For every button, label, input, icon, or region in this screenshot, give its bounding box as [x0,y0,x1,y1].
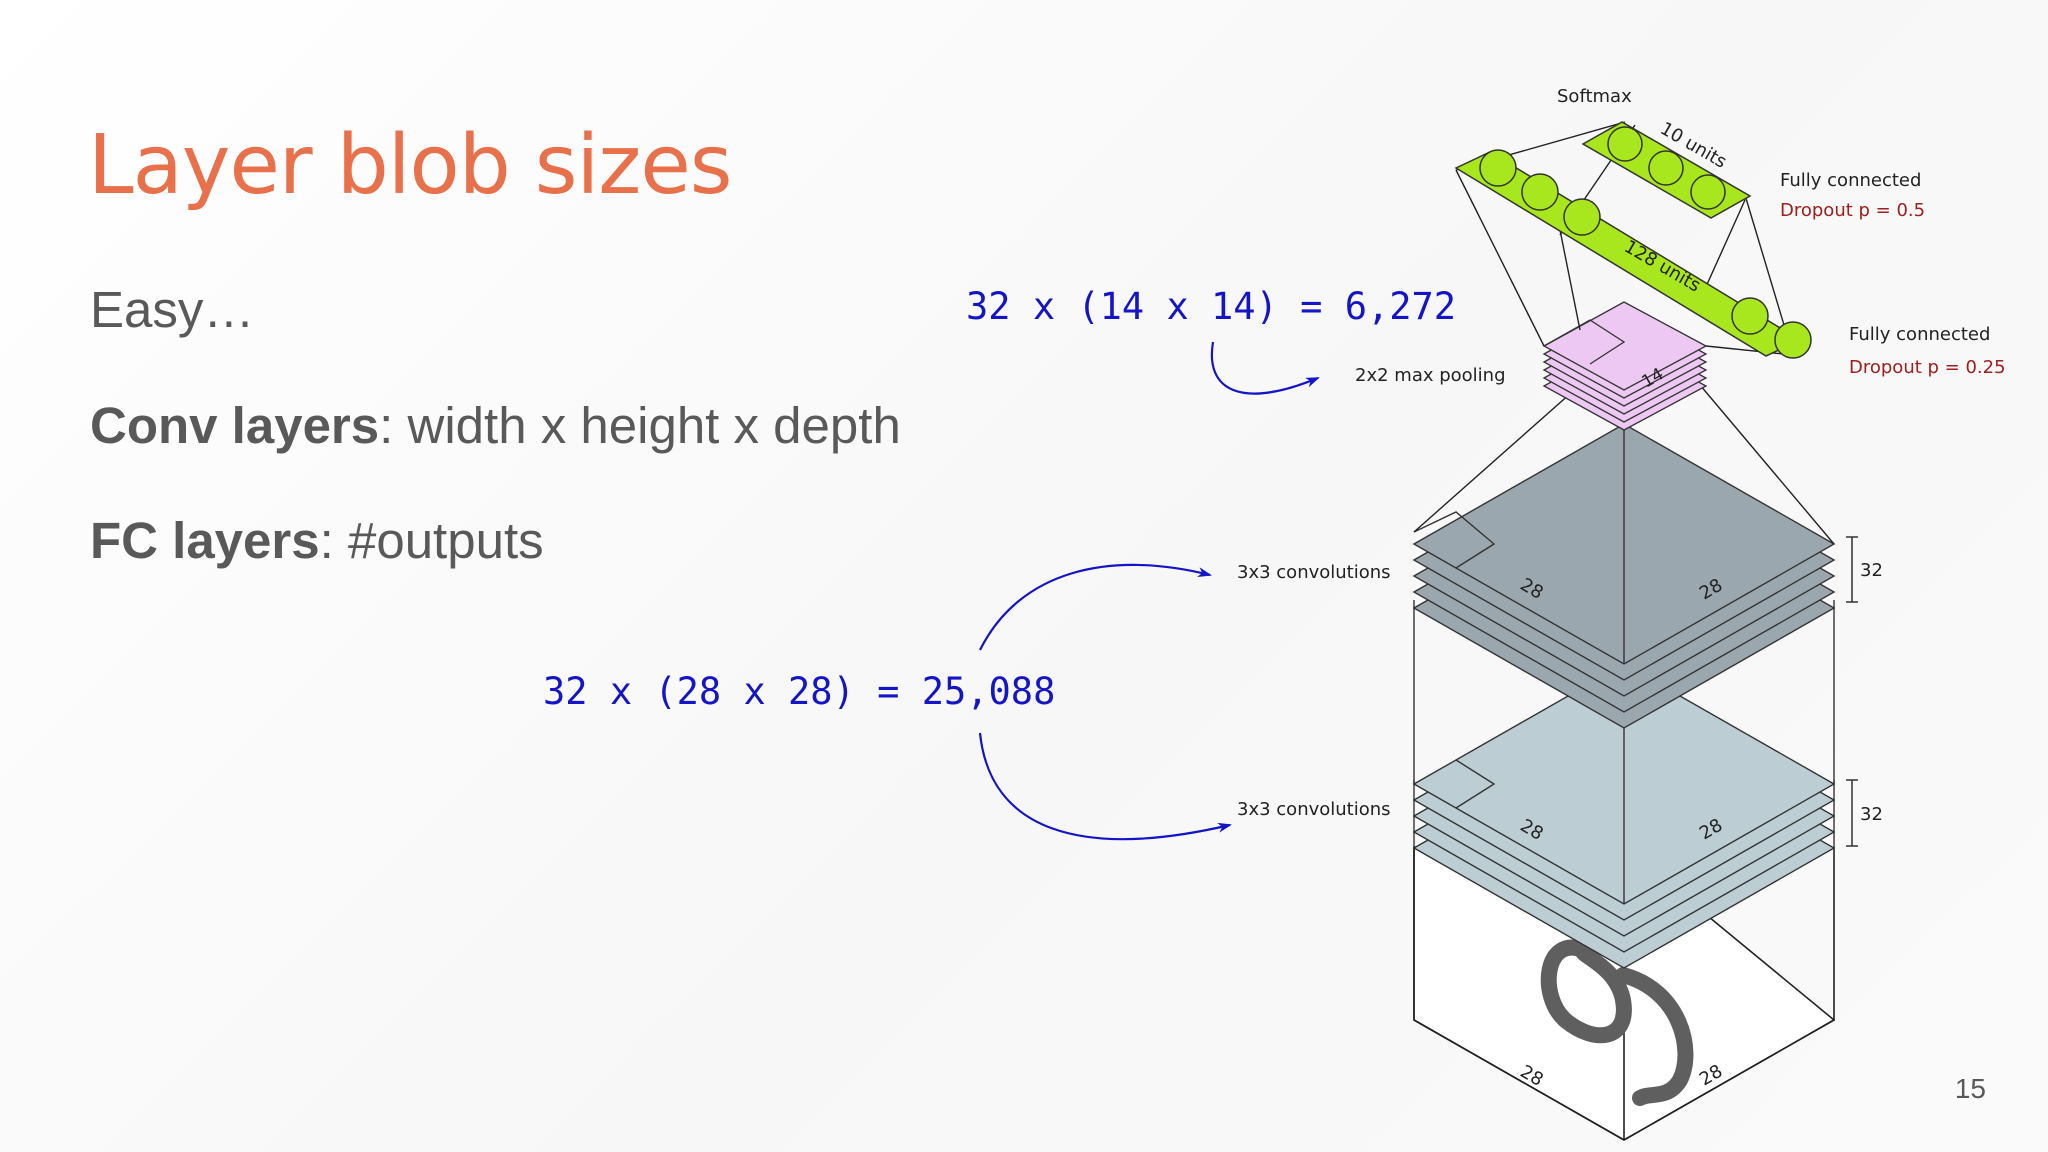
pool-size-formula: 32 x (14 x 14) = 6,272 [966,285,1457,328]
softmax-label: Softmax [1557,86,1632,107]
pool-arrow [1210,341,1320,395]
dropout2-label: Dropout p = 0.25 [1849,357,2006,378]
conv-top-arrow [979,563,1212,651]
easy-text: Easy… [90,281,255,338]
page-number: 15 [1954,1073,1986,1104]
fc2-label: Fully connected [1849,324,1990,345]
digit-nine-icon [1540,939,1694,1106]
pooling-label: 2x2 max pooling [1355,365,1506,386]
fc-layers-term: FC layers [90,512,320,569]
depth-32-top: 32 [1860,560,1883,581]
pooling-layer [1542,301,1708,431]
conv-bottom-label: 3x3 convolutions [1237,799,1391,820]
depth-32-bottom: 32 [1860,804,1883,825]
depth-brackets [1846,536,1858,847]
conv-layers-term: Conv layers [90,397,380,454]
fc-layers-line: FC layers: #outputs [90,511,544,570]
conv-bottom-arrow [978,732,1232,841]
fc128-bar [1454,149,1812,359]
dropout1-label: Dropout p = 0.5 [1780,200,1925,221]
conv-layer-bottom [1412,663,1836,969]
fc1-label: Fully connected [1780,170,1921,191]
conv-layer-top [1412,423,1836,784]
conv-size-formula: 32 x (28 x 28) = 25,088 [543,670,1056,713]
slide-title: Layer blob sizes [88,118,733,213]
conv-layers-line: Conv layers: width x height x depth [90,396,901,455]
conv-layers-desc: : width x height x depth [379,397,901,454]
fc10-bar [1581,121,1752,219]
conv-top-label: 3x3 convolutions [1237,562,1391,583]
fc-layers-desc: : #outputs [319,512,544,569]
